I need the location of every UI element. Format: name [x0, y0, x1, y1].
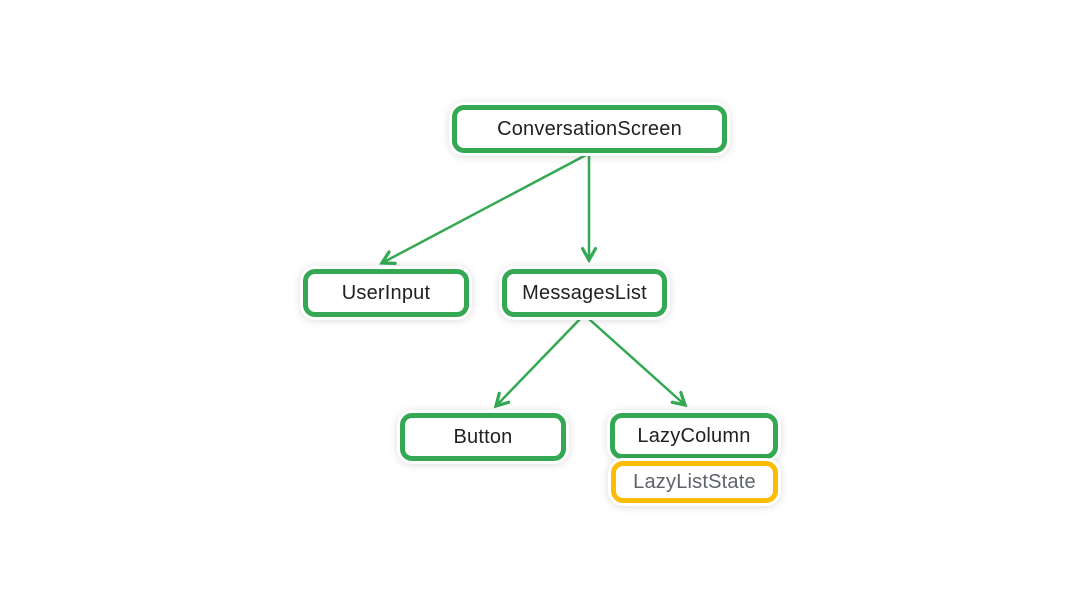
node-button: Button: [400, 413, 566, 461]
edge-messageslist-lazycolumn: [588, 318, 685, 405]
node-conversation-screen-label: ConversationScreen: [497, 117, 682, 140]
node-messages-list: MessagesList: [502, 269, 667, 317]
node-lazy-list-state: LazyListState: [611, 461, 778, 503]
node-button-label: Button: [453, 425, 513, 448]
edge-conversationscreen-userinput: [382, 153, 587, 263]
edge-messageslist-button: [496, 318, 581, 406]
node-lazy-list-state-label: LazyListState: [633, 470, 756, 493]
node-messages-list-label: MessagesList: [522, 281, 647, 304]
node-lazy-column: LazyColumn: [610, 413, 778, 459]
node-conversation-screen: ConversationScreen: [452, 105, 727, 153]
node-lazy-column-label: LazyColumn: [637, 424, 751, 447]
node-user-input: UserInput: [303, 269, 469, 317]
node-user-input-label: UserInput: [341, 281, 431, 304]
